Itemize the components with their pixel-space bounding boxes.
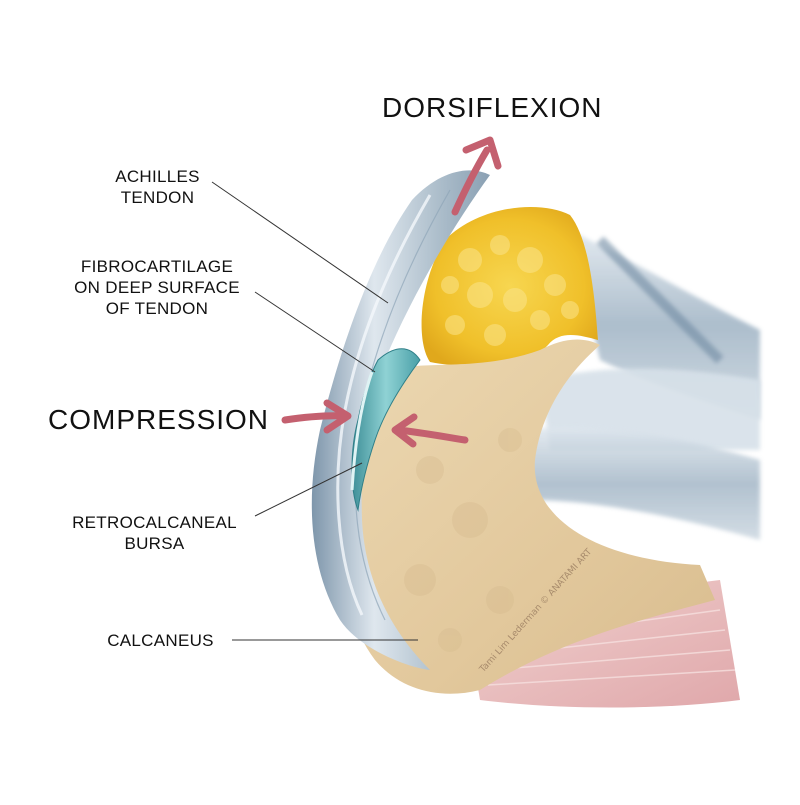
bursa-label-line1: RETROCALCANEAL	[72, 513, 237, 532]
dorsiflexion-label: DORSIFLEXION	[382, 92, 603, 123]
fibrocartilage-label-line3: OF TENDON	[105, 299, 209, 318]
achilles-tendon	[311, 170, 490, 670]
retrocalcaneal-bursa-label: RETROCALCANEAL BURSA	[62, 512, 247, 554]
tendon-highlight	[336, 194, 432, 616]
compression-label: COMPRESSION	[48, 404, 270, 435]
achilles-tendon-label: ACHILLES TENDON	[95, 166, 220, 208]
dorsiflexion-arrow	[451, 136, 502, 216]
compression-arrow-right	[391, 413, 469, 448]
calcaneus-bone	[341, 339, 715, 694]
bursa-label-line2: BURSA	[124, 534, 185, 553]
leader-lines	[211, 181, 418, 641]
ligament-bands	[520, 230, 760, 540]
compression-arrow-left	[281, 399, 352, 434]
leader-bursa	[254, 462, 363, 517]
leader-achilles	[211, 181, 389, 304]
achilles-label-line1: ACHILLES	[115, 167, 200, 186]
fat-pad	[421, 207, 598, 366]
retrocalcaneal-bursa	[351, 348, 421, 512]
achilles-label-line2: TENDON	[120, 188, 195, 207]
fibrocartilage	[350, 371, 374, 491]
leader-fibrocartilage	[254, 291, 376, 373]
fibrocartilage-label: FIBROCARTILAGE ON DEEP SURFACE OF TENDON	[68, 256, 246, 319]
fat-pad-texture	[441, 235, 579, 346]
bone-texture	[404, 428, 522, 652]
fibrocartilage-label-line2: ON DEEP SURFACE	[74, 278, 240, 297]
calcaneus-label: CALCANEUS	[107, 631, 214, 650]
fibrocartilage-label-line1: FIBROCARTILAGE	[80, 257, 234, 276]
